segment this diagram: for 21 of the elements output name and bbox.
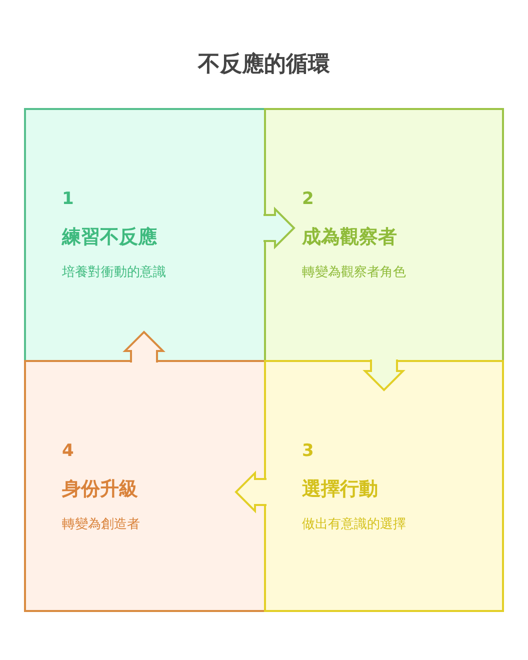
step-number: 2 (302, 189, 314, 209)
arrow (234, 470, 268, 514)
step-number: 4 (62, 441, 74, 461)
step-heading: 練習不反應 (62, 225, 157, 250)
step-heading: 選擇行動 (302, 477, 378, 502)
step-number: 3 (302, 441, 314, 461)
arrow (262, 206, 296, 250)
step-card (264, 360, 504, 612)
step-description: 培養對衝動的意識 (62, 264, 166, 281)
step-number: 1 (62, 189, 74, 209)
step-heading: 成為觀察者 (302, 225, 397, 250)
step-card (24, 108, 266, 362)
step-card (24, 360, 266, 612)
step-description: 轉變為創造者 (62, 516, 140, 533)
arrow (122, 330, 166, 364)
step-description: 做出有意識的選擇 (302, 516, 406, 533)
step-heading: 身份升級 (62, 477, 138, 502)
step-description: 轉變為觀察者角色 (302, 264, 406, 281)
arrow (362, 358, 406, 392)
step-card (264, 108, 504, 362)
title: 不反應的循環 (198, 52, 330, 77)
